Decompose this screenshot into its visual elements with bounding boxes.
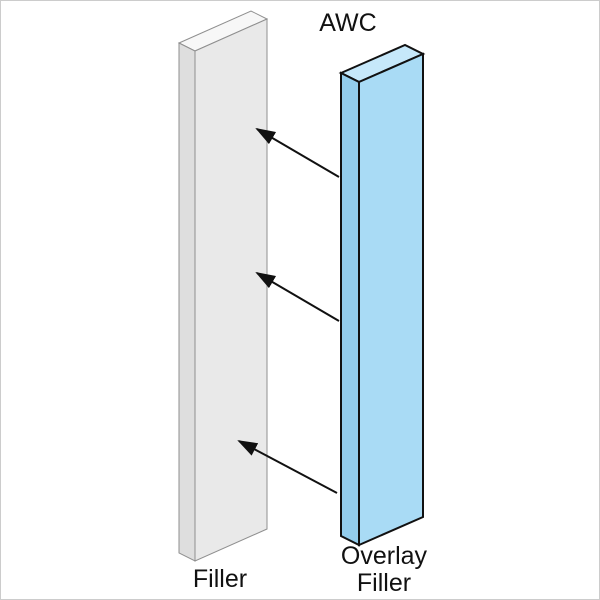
filler-label: Filler xyxy=(193,565,247,593)
filler-panel-front-face xyxy=(194,18,268,562)
overlay-panel-edge-face xyxy=(340,71,360,547)
overlay-filler-panel xyxy=(338,43,426,547)
attachment-arrow-bottom xyxy=(237,440,338,494)
attachment-arrows xyxy=(237,127,340,494)
attachment-arrow-top xyxy=(255,127,340,178)
awc-label: AWC xyxy=(319,9,376,37)
overlay-filler-label-line1: Overlay xyxy=(341,542,428,570)
overlay-filler-label-line2: Filler xyxy=(357,569,411,597)
filler-panel-edge-face xyxy=(178,42,196,562)
overlay-panel-front-face xyxy=(358,52,424,547)
attachment-arrow-middle xyxy=(255,271,340,322)
filler-panel xyxy=(177,10,269,562)
